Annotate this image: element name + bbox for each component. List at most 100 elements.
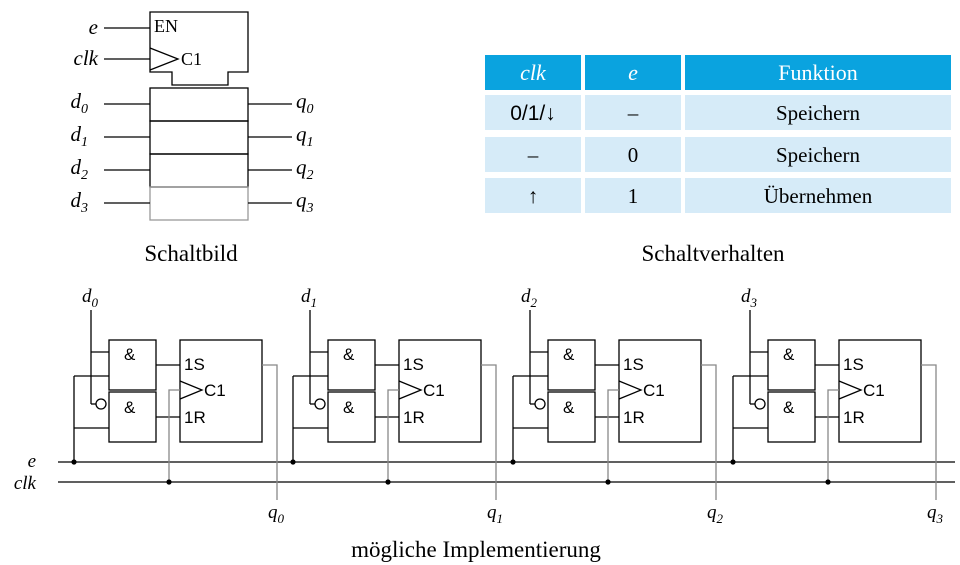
and-label: & [343, 398, 355, 417]
clock-triangle-icon [618, 380, 643, 400]
junction-dot [605, 479, 611, 485]
bus-label-clk: clk [14, 473, 37, 494]
table-cell-2-2: Übernehmen [764, 184, 873, 208]
stage-1: & & 1S C1 1R d1 q1 [290, 286, 503, 526]
stage-0: & & 1S C1 1R d0 q0 [71, 286, 285, 526]
table-cell [485, 137, 581, 172]
junction-dot [385, 479, 391, 485]
and-label: & [783, 345, 795, 364]
rs-flipflop [618, 339, 702, 443]
bus-label-e: e [28, 451, 36, 472]
input-label-d3: d3 [71, 188, 89, 216]
stage-2: & & 1S C1 1R d2 q2 [510, 286, 724, 526]
junction-dot [825, 479, 831, 485]
ff-r-label: 1R [623, 408, 645, 427]
truth-table: clk e Funktion 0/1/↓ – Speichern – 0 Speichern ↑ 1… [485, 55, 951, 266]
clock-triangle-icon [398, 380, 423, 400]
inverter-bubble [95, 398, 107, 410]
input-label-clk: clk [74, 46, 99, 70]
ff-s-label: 1S [843, 355, 864, 374]
rs-flipflop [179, 339, 263, 443]
register-symbol [104, 11, 292, 221]
output-label-q1: q1 [296, 122, 314, 150]
inverter-bubble [534, 398, 546, 410]
ff-c-label: C1 [643, 381, 665, 400]
table-cell [485, 178, 581, 213]
output-label-q0: q0 [296, 89, 314, 117]
ff-s-label: 1S [184, 355, 205, 374]
input-label-d1: d1 [71, 122, 89, 150]
stage-q-label: q0 [268, 502, 285, 526]
table-header-1: e [628, 60, 638, 85]
table-cell-0-0: 0/1/↓ [510, 102, 556, 125]
and-label: & [343, 345, 355, 364]
table-cell [685, 137, 951, 172]
and-label: & [563, 345, 575, 364]
junction-dot [510, 459, 516, 465]
ff-r-label: 1R [843, 408, 865, 427]
ff-c-label: C1 [204, 381, 226, 400]
stage-d-label: d1 [301, 286, 317, 310]
implementation-caption: mögliche Implementierung [351, 537, 601, 562]
rs-flipflop [838, 339, 922, 443]
table-cell-0-1: – [627, 101, 639, 125]
stage-q-label: q1 [487, 502, 503, 526]
table-header-0: clk [520, 60, 547, 85]
table-cell [585, 137, 681, 172]
stage-d-label: d2 [521, 286, 538, 310]
table-cell [485, 95, 581, 130]
inverter-bubble [314, 398, 326, 410]
table-cell-2-1: 1 [628, 184, 639, 208]
storage-cell-3 [149, 186, 249, 221]
clock-triangle-icon [179, 380, 204, 400]
and-label: & [783, 398, 795, 417]
symbol-caption: Schaltbild [144, 241, 238, 266]
input-label-d2: d2 [71, 155, 89, 183]
stage-d-label: d0 [82, 286, 99, 310]
storage-cell-0 [149, 87, 249, 122]
table-cell-1-2: Speichern [776, 143, 860, 167]
en-label: EN [154, 16, 178, 36]
stage-q-label: q2 [707, 502, 724, 526]
ff-r-label: 1R [184, 408, 206, 427]
table-cell [585, 95, 681, 130]
table-cell [585, 178, 681, 213]
ff-r-label: 1R [403, 408, 425, 427]
and-label: & [124, 345, 136, 364]
table-header-cell [485, 55, 581, 90]
and-label: & [124, 398, 136, 417]
and-label: & [563, 398, 575, 417]
input-label-e: e [89, 15, 98, 39]
table-cell-1-0: – [527, 143, 539, 167]
table-cell [685, 178, 951, 213]
junction-dot [71, 459, 77, 465]
implementation: e clk & & 1S C1 1R d0 q0 & & 1S C1 1R d1 q1 & & 1S C1 1R d2… [14, 286, 955, 562]
ff-c-label: C1 [423, 381, 445, 400]
control-block [149, 11, 249, 86]
table-cell-1-1: 0 [628, 143, 639, 167]
table-cell-2-0: ↑ [528, 184, 539, 208]
storage-cell-2 [149, 153, 249, 188]
ff-s-label: 1S [403, 355, 424, 374]
junction-dot [730, 459, 736, 465]
inverter-bubble [754, 398, 766, 410]
clock-triangle-icon [838, 380, 863, 400]
table-header-2: Funktion [778, 60, 857, 85]
stage-d-label: d3 [741, 286, 758, 310]
symbol-labels: EN C1 e clk d0 d1 d2 d3 q0 q1 q2 q3 Scha… [71, 15, 314, 266]
output-label-q3: q3 [296, 188, 314, 216]
storage-cell-1 [149, 120, 249, 155]
output-label-q2: q2 [296, 155, 314, 183]
junction-dot [290, 459, 296, 465]
junction-dot [166, 479, 172, 485]
clock-triangle-icon [149, 47, 180, 71]
table-cell [685, 95, 951, 130]
table-header-cell [685, 55, 951, 90]
rs-flipflop [398, 339, 482, 443]
ff-s-label: 1S [623, 355, 644, 374]
stage-q-label: q3 [927, 502, 944, 526]
table-cell-0-2: Speichern [776, 101, 860, 125]
table-caption: Schaltverhalten [641, 241, 785, 266]
